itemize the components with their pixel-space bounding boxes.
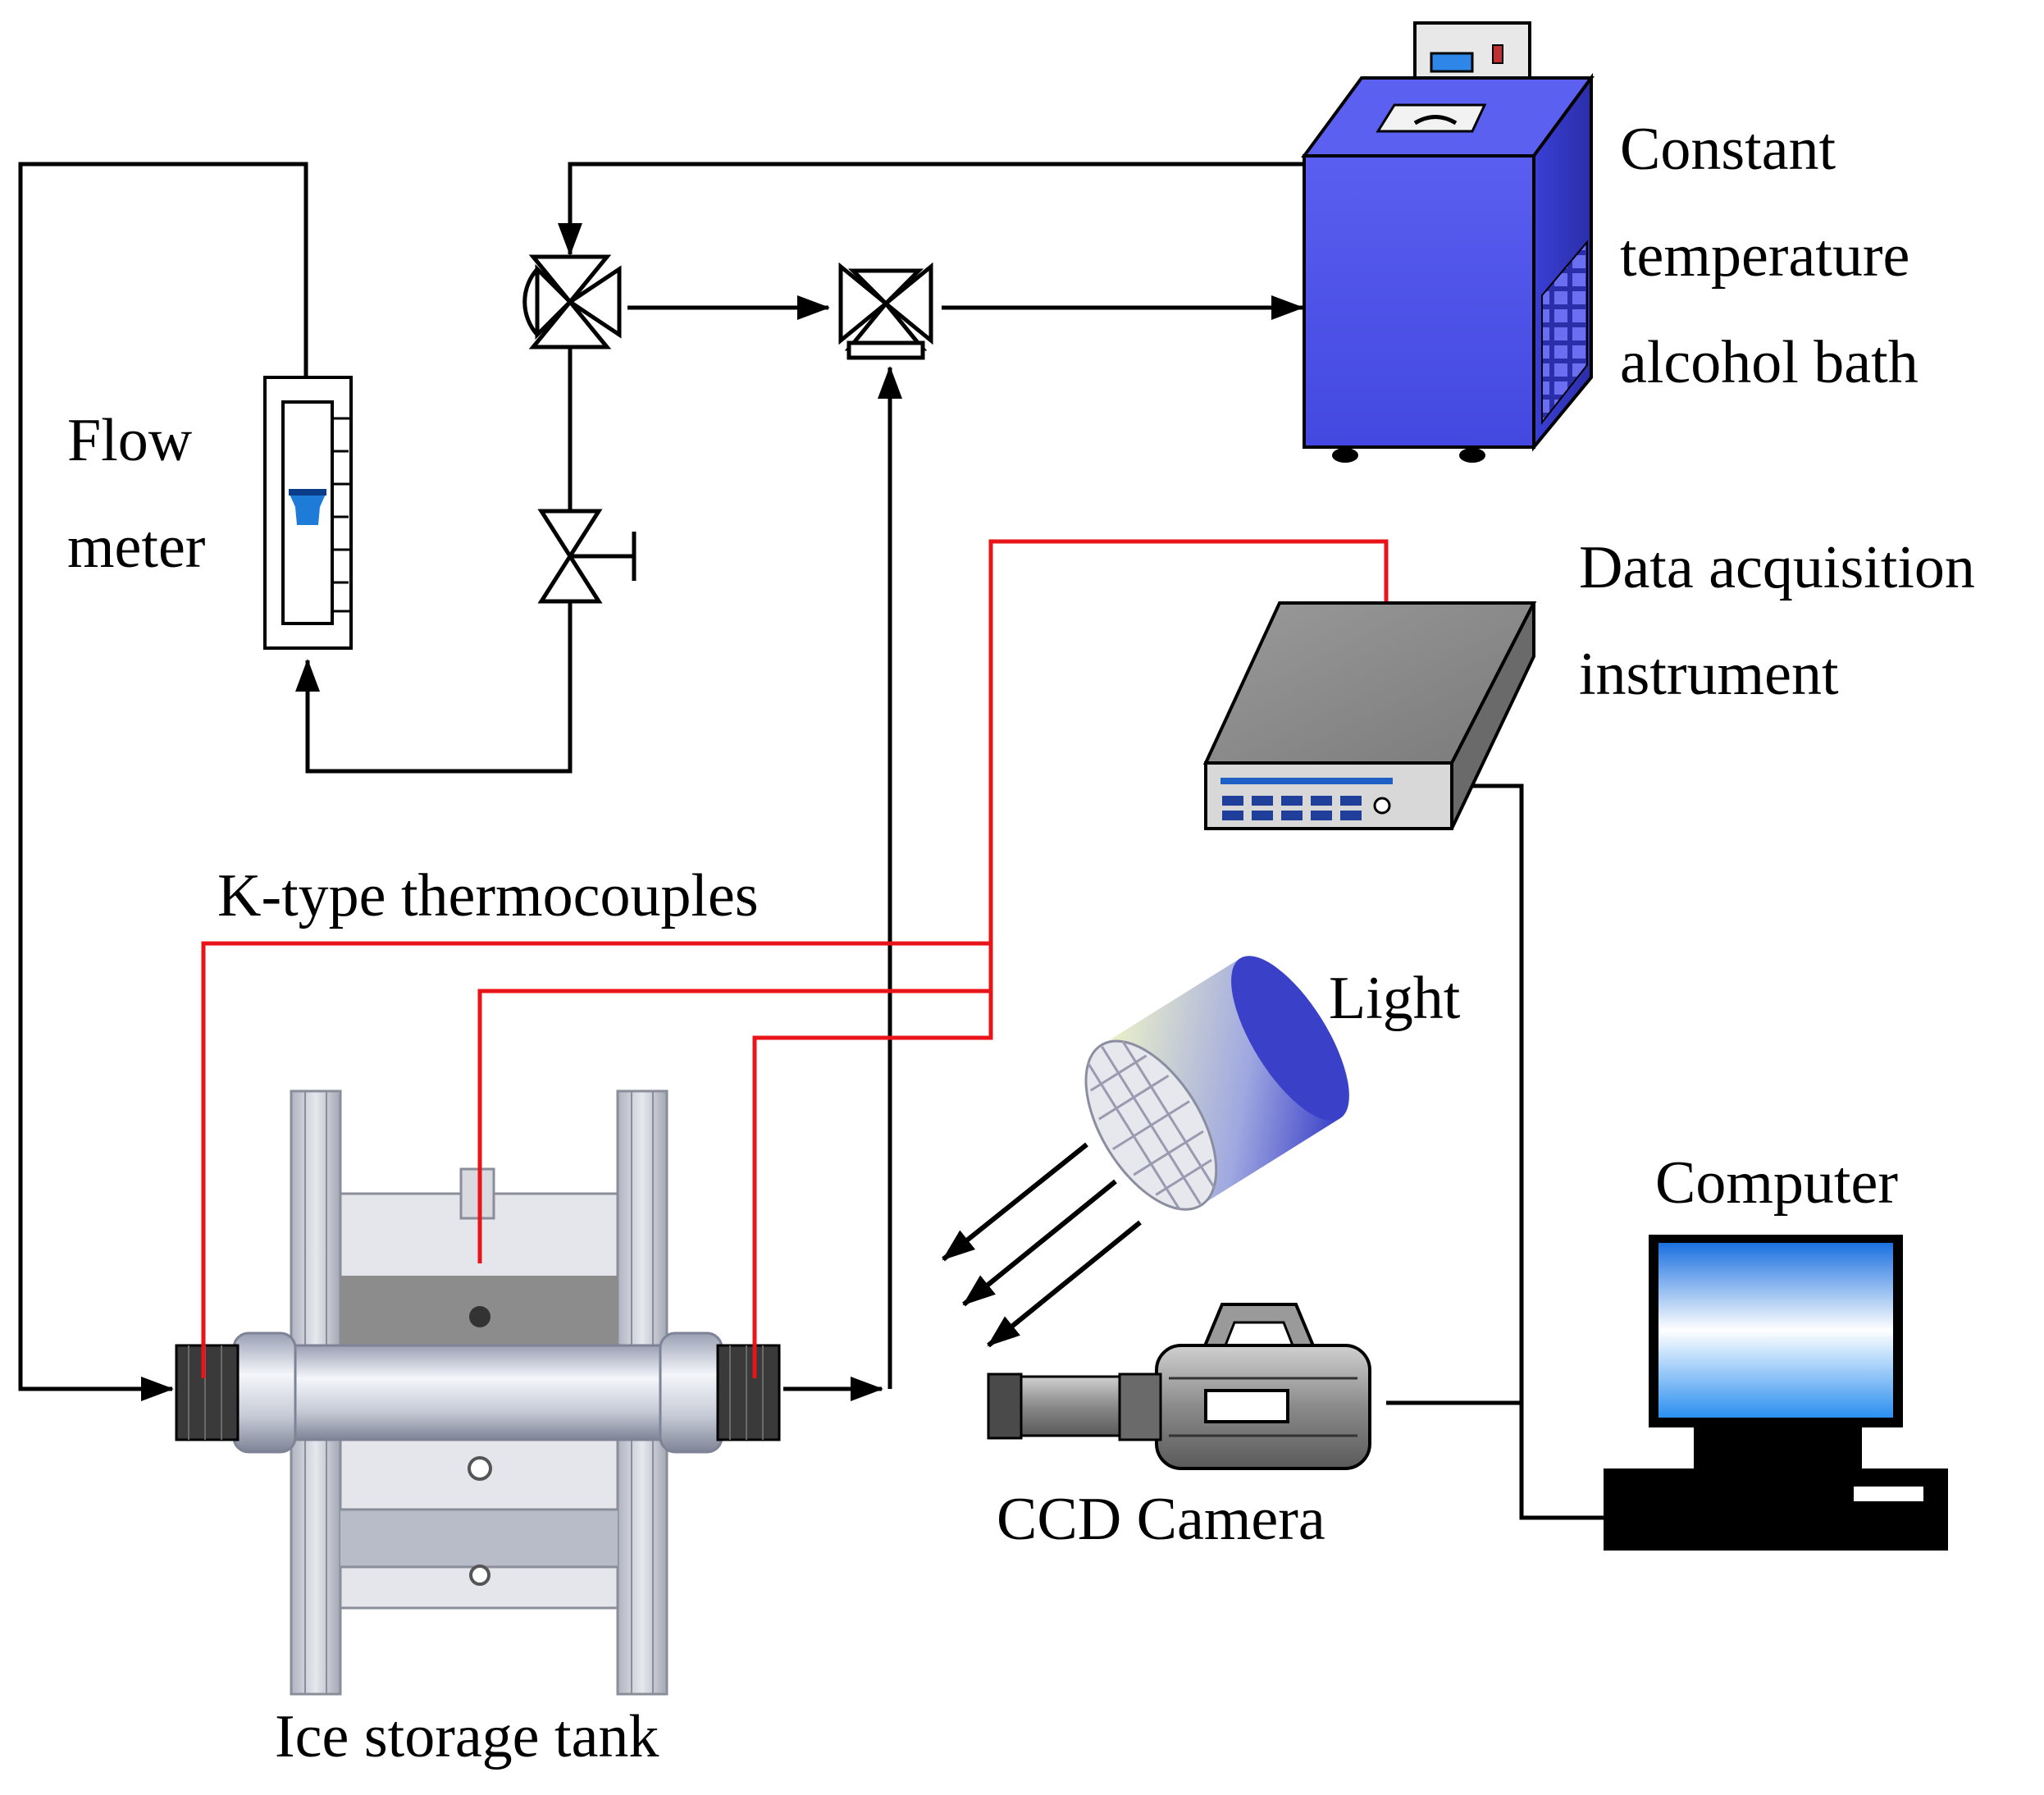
light-icon (1084, 956, 1349, 1211)
thermocouples-label: K-type thermocouples (217, 862, 759, 929)
pipe-network (18, 162, 1604, 1520)
daq-icon (1202, 601, 1537, 830)
bath-icon (1301, 21, 1595, 463)
thermocouple-probes (201, 1165, 757, 1378)
light-beams (942, 1142, 1142, 1348)
flow-meter-label-line-1: Flow (67, 407, 193, 474)
bath-label-line-2: temperature (1620, 222, 1910, 290)
computer-label: Computer (1655, 1149, 1898, 1217)
ccd-camera-label: CCD Camera (997, 1486, 1325, 1553)
daq-label-line-1: Data acquisition (1579, 534, 1975, 601)
camera-icon (987, 1303, 1371, 1470)
three-way-valve-icon[interactable] (522, 254, 622, 349)
flow-meter-label-line-2: meter (67, 514, 206, 581)
bath-label-line-1: Constant (1620, 116, 1836, 183)
bath-label-line-3: alcohol bath (1620, 329, 1919, 396)
computer-icon (1604, 1235, 1948, 1551)
daq-label-line-2: instrument (1579, 641, 1839, 708)
light-label: Light (1329, 965, 1461, 1032)
flow-meter-icon (263, 376, 353, 650)
three-way-valve-icon[interactable] (838, 262, 933, 360)
shutoff-valve-icon[interactable] (537, 509, 636, 604)
ice-tank-label: Ice storage tank (275, 1703, 659, 1770)
